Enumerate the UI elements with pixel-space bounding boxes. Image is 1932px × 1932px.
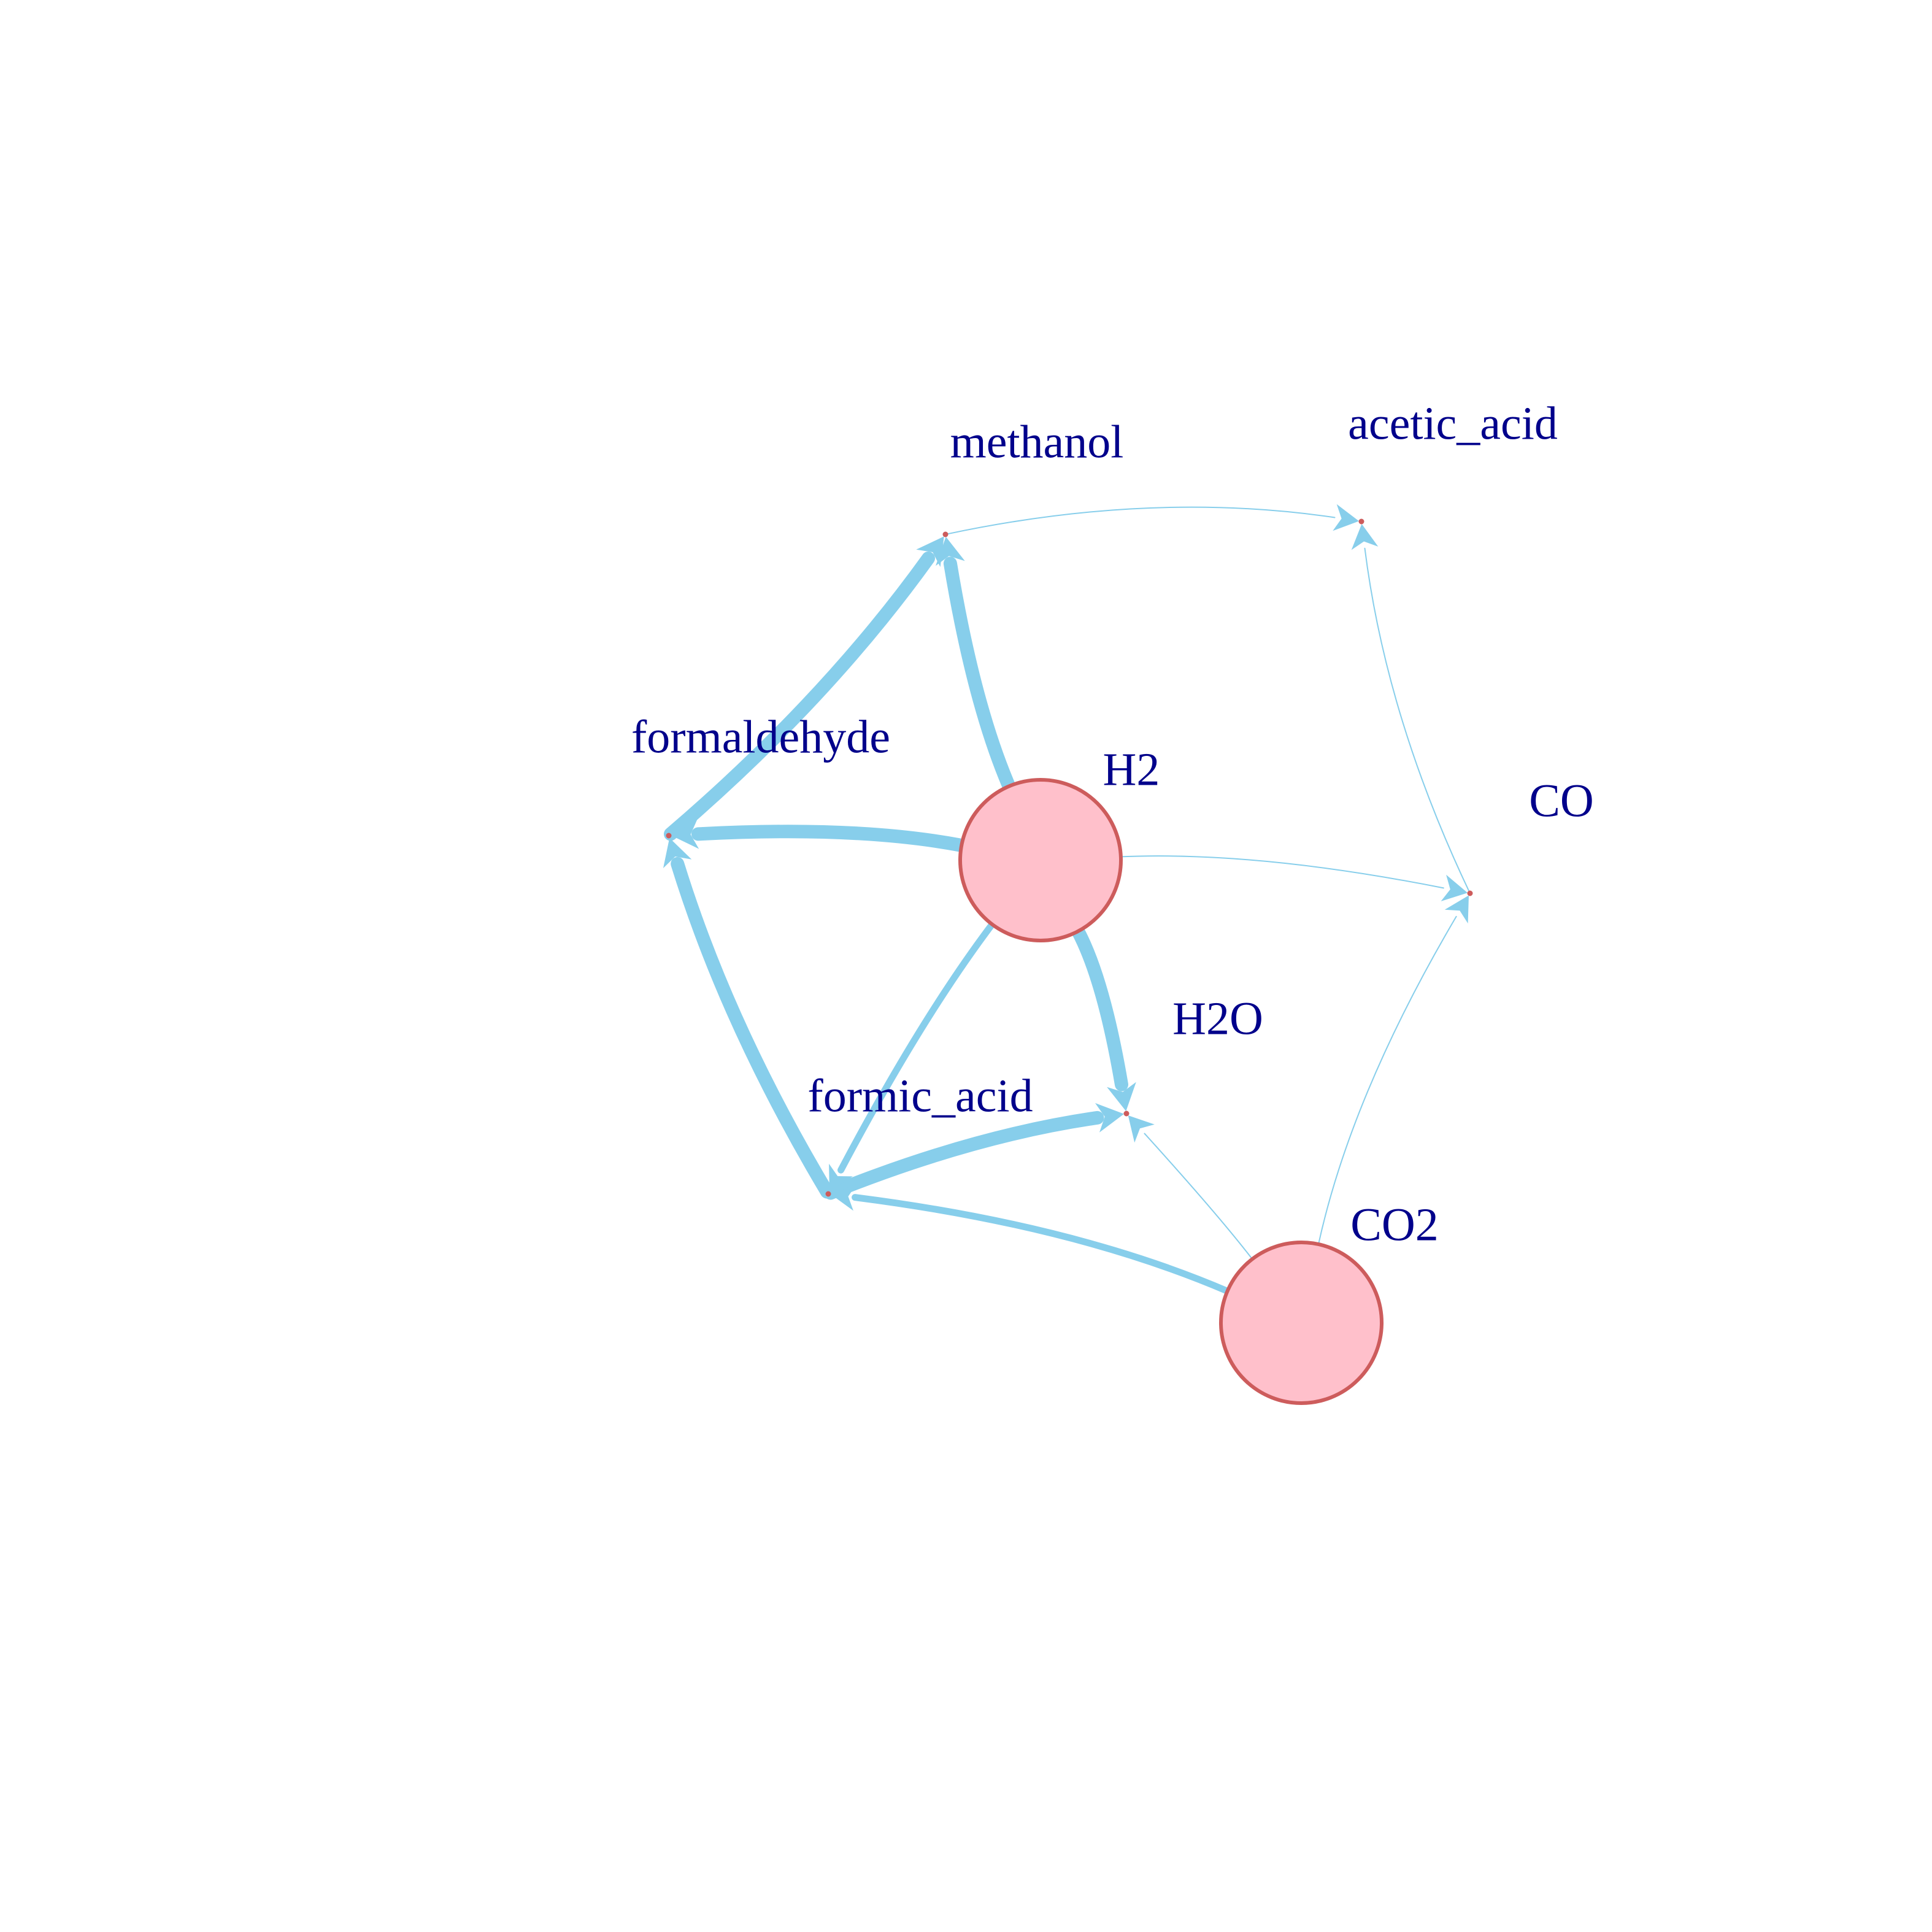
node-label-formic_acid: formic_acid	[807, 1070, 1033, 1122]
edge-H2-to-formic_acid	[829, 921, 996, 1192]
edge-arrowhead	[1107, 1082, 1136, 1112]
edge-line	[1120, 855, 1444, 889]
edge-arrowhead	[831, 1183, 857, 1211]
node-H2O	[1123, 1110, 1130, 1117]
edge-formic_acid-to-formaldehyde	[663, 837, 834, 1199]
edge-arrowhead	[671, 819, 699, 849]
edge-line	[823, 1110, 1104, 1200]
edge-H2-to-formaldehyde	[671, 819, 969, 852]
edge-arrowhead	[1333, 504, 1359, 531]
edge-line	[852, 1194, 1231, 1295]
edges-layer	[663, 504, 1470, 1295]
edge-arrowhead	[663, 837, 692, 868]
edge-arrowhead	[936, 536, 965, 566]
edge-line	[1318, 915, 1457, 1245]
edge-arrowhead	[1441, 874, 1468, 901]
edge-CO2-to-H2O	[1128, 1115, 1253, 1260]
node-formaldehyde	[666, 833, 672, 839]
node-label-methanol: methanol	[950, 416, 1124, 468]
node-label-H2O: H2O	[1172, 993, 1263, 1044]
edge-formic_acid-to-H2O	[823, 1103, 1124, 1200]
edge-line	[691, 825, 969, 852]
edge-line	[837, 921, 996, 1174]
edge-arrowhead	[1128, 1115, 1155, 1143]
edge-line	[943, 556, 1016, 793]
node-CO	[1467, 890, 1473, 896]
edge-methanol-to-acetic_acid	[947, 504, 1359, 535]
node-CO2	[1219, 1241, 1384, 1405]
node-acetic_acid	[1358, 518, 1364, 525]
edge-arrowhead	[916, 536, 944, 568]
edge-line	[664, 552, 935, 841]
edge-formaldehyde-to-methanol	[664, 536, 944, 841]
node-label-CO2: CO2	[1350, 1199, 1439, 1250]
edge-arrowhead	[1444, 895, 1469, 924]
node-label-acetic_acid: acetic_acid	[1348, 398, 1558, 449]
edge-line	[1144, 1133, 1253, 1260]
edge-CO2-to-CO	[1318, 895, 1469, 1245]
edge-line	[947, 506, 1336, 535]
edge-arrowhead	[829, 1163, 853, 1192]
edge-H2-to-methanol	[936, 536, 1016, 793]
edge-line	[1364, 547, 1470, 892]
edge-CO-to-acetic_acid	[1351, 524, 1470, 892]
node-H2	[958, 778, 1123, 942]
nodes-layer	[666, 518, 1473, 1405]
edge-line	[1071, 924, 1128, 1091]
edge-H2-to-H2O	[1071, 924, 1136, 1112]
node-methanol	[942, 531, 949, 537]
node-formic_acid	[825, 1191, 831, 1197]
edge-line	[671, 856, 834, 1199]
edge-CO2-to-formic_acid	[831, 1183, 1231, 1295]
node-label-CO: CO	[1529, 775, 1594, 826]
edge-H2-to-CO	[1120, 855, 1468, 901]
node-label-formaldehyde: formaldehyde	[631, 711, 890, 763]
edge-arrowhead	[1351, 524, 1379, 550]
edge-arrowhead	[1095, 1103, 1124, 1133]
node-label-H2: H2	[1103, 744, 1160, 795]
